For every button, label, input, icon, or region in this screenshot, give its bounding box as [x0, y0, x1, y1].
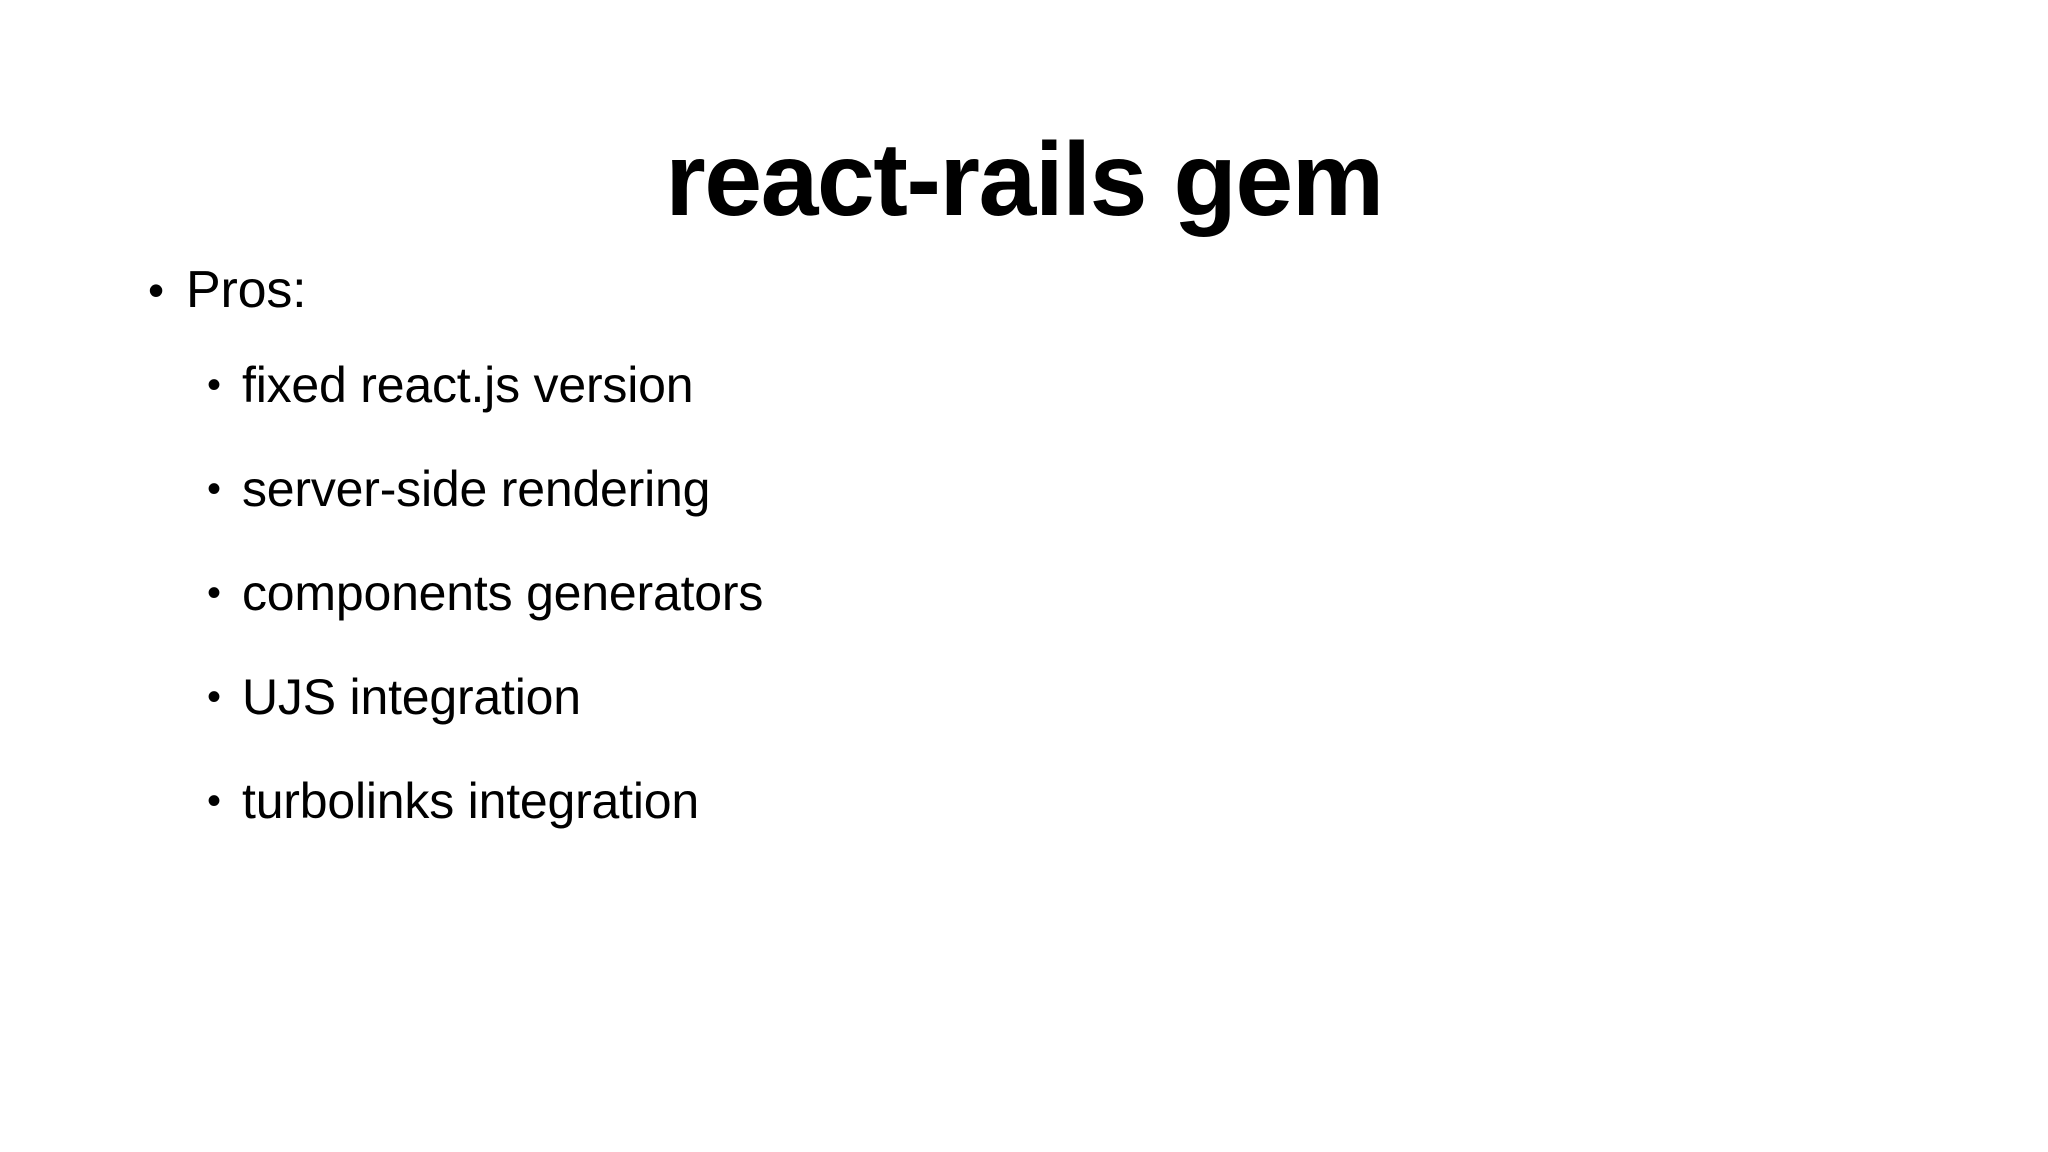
list-item: • components generators [198, 566, 1900, 620]
page-title: react-rails gem [665, 121, 1384, 238]
list-item-label: fixed react.js version [242, 357, 694, 413]
list-item: • server-side rendering [198, 462, 1900, 516]
list-item-label: turbolinks integration [242, 773, 699, 829]
list-item-label: Pros: [186, 261, 307, 319]
sub-bullet-list: • fixed react.js version • server-side r… [198, 358, 1900, 828]
list-item-label: components generators [242, 565, 764, 621]
bullet-list: • Pros: • fixed react.js version • serve… [140, 262, 1900, 828]
list-item-label: server-side rendering [242, 461, 711, 517]
list-item: • Pros: [140, 262, 1900, 318]
bullet-point-icon: • [207, 467, 222, 511]
bullet-point-icon: • [207, 675, 222, 719]
bullet-point-icon: • [207, 779, 222, 823]
list-item: • fixed react.js version [198, 358, 1900, 412]
bullet-point-icon: • [207, 571, 222, 615]
bullet-point-icon: • [148, 264, 165, 316]
list-item: • turbolinks integration [198, 774, 1900, 828]
list-item: • UJS integration [198, 670, 1900, 724]
bullet-point-icon: • [207, 363, 222, 407]
list-item-label: UJS integration [242, 669, 581, 725]
